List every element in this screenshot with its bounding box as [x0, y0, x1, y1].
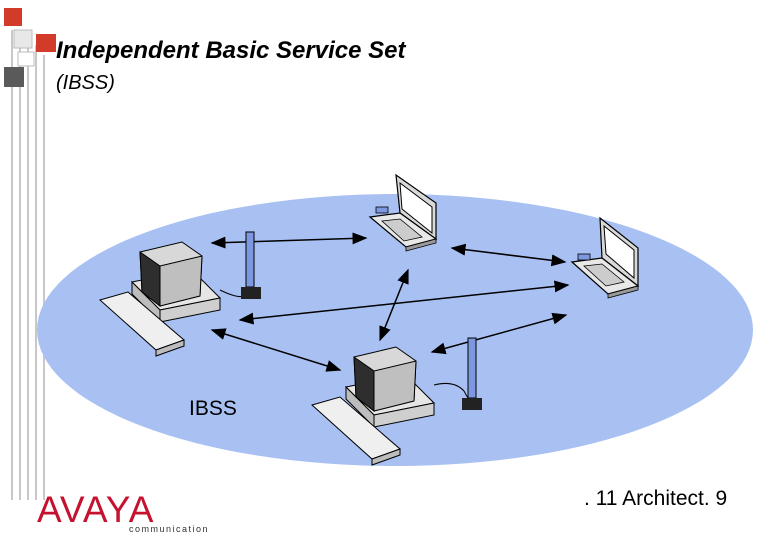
wireless-links — [210, 232, 570, 372]
link-laptop-top-desktop-bottom — [379, 268, 409, 342]
antenna-bottom-icon — [462, 337, 482, 410]
ibss-region-label: IBSS — [189, 397, 237, 420]
red-square-middle — [36, 34, 56, 52]
avaya-logo: AVAYA communication — [37, 490, 212, 536]
white-square — [17, 51, 35, 67]
laptop-right-icon — [570, 216, 640, 299]
decorative-corner-graphic — [4, 8, 56, 500]
link-desktop-left-laptop-top — [210, 232, 368, 249]
link-laptop-top-laptop-right — [450, 243, 567, 267]
logo-wordmark: AVAYA — [37, 489, 155, 530]
desktop-left-icon — [98, 241, 249, 357]
desktop-bottom-icon — [310, 346, 473, 466]
link-laptop-right-desktop-bottom — [430, 312, 568, 355]
logo-tagline: communication — [129, 524, 210, 534]
slide-title: Independent Basic Service Set — [56, 37, 406, 64]
light-square — [13, 29, 33, 49]
laptop-top-icon — [368, 173, 438, 252]
gray-square — [4, 67, 24, 87]
antenna-left-icon — [241, 231, 261, 299]
link-desktop-left-desktop-bottom — [210, 328, 342, 372]
slide-footer: . 11 Architect. 9 — [584, 487, 728, 510]
slide-subtitle: (IBSS) — [56, 72, 115, 94]
red-square-top — [4, 8, 22, 26]
